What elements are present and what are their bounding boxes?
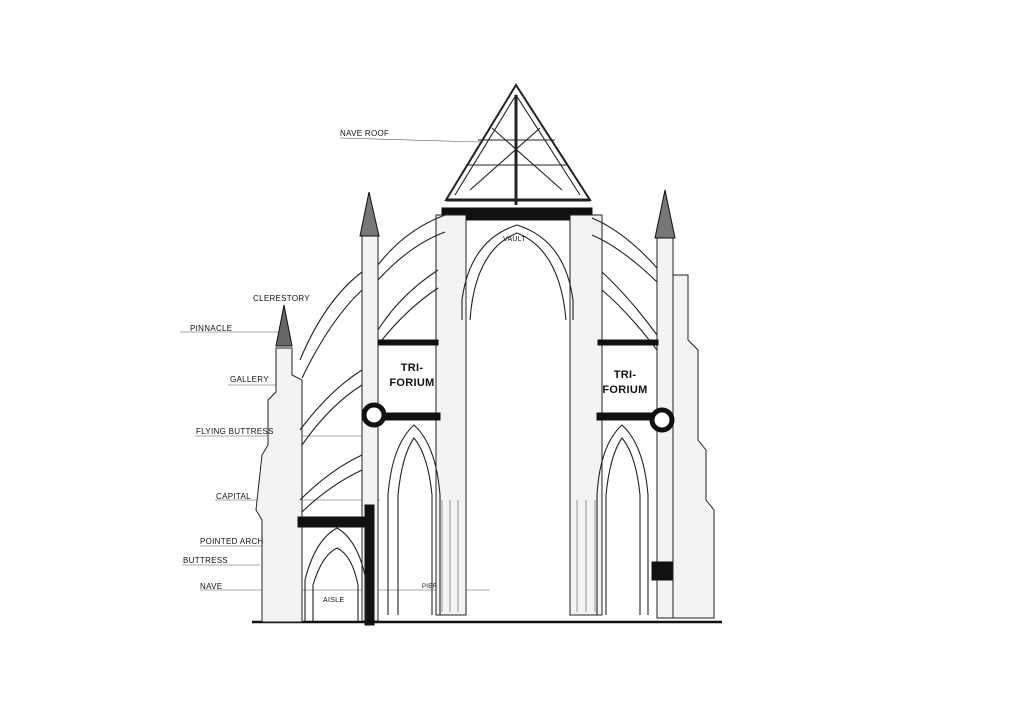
triforium-left-line1: TRI-: [400, 362, 424, 374]
flying-buttresses: [299, 214, 658, 513]
label-nave-roof: NAVE ROOF: [340, 129, 390, 138]
label-aisle: AISLE: [323, 597, 345, 604]
label-buttress: BUTTRESS: [183, 556, 229, 565]
nave-roof-truss: [444, 83, 592, 205]
label-pinnacle: PINNACLE: [190, 324, 233, 333]
label-pointed-arch: POINTED ARCH: [200, 537, 264, 546]
label-pier: PIER: [422, 584, 438, 590]
label-clerestory: CLERESTORY: [253, 294, 310, 303]
label-triforium-left: TRI- FORIUM: [388, 361, 436, 391]
outer-left-buttress: [255, 347, 303, 623]
nave-pier-left: [435, 214, 467, 616]
aisle-arch: [304, 527, 367, 622]
right-pointed-arch: [596, 424, 649, 615]
label-nave: NAVE: [200, 582, 223, 591]
triforium-right-line2: FORIUM: [602, 384, 648, 396]
outer-left-pinnacle-icon: [275, 304, 293, 347]
left-quatrefoil-icon: [361, 402, 387, 428]
label-flying-buttress: FLYING BUTTRESS: [196, 427, 274, 436]
roof-beam: [441, 207, 593, 221]
left-pinnacle-spire-icon: [359, 191, 380, 237]
right-pinnacle-spire-icon: [654, 189, 676, 239]
label-capital: CAPITAL: [216, 492, 251, 501]
triforium-right-line1: TRI-: [613, 369, 637, 381]
triforium-left-line2: FORIUM: [389, 377, 435, 389]
right-quatrefoil-icon: [649, 407, 675, 433]
label-gallery: GALLERY: [230, 375, 269, 384]
label-vault: VAULT: [503, 236, 527, 243]
pier-flutes: [441, 500, 596, 612]
left-pointed-arch: [387, 424, 441, 615]
label-triforium-right: TRI- FORIUM: [600, 368, 650, 398]
outer-right-buttress: [671, 274, 715, 619]
vault-arch: [461, 224, 574, 320]
